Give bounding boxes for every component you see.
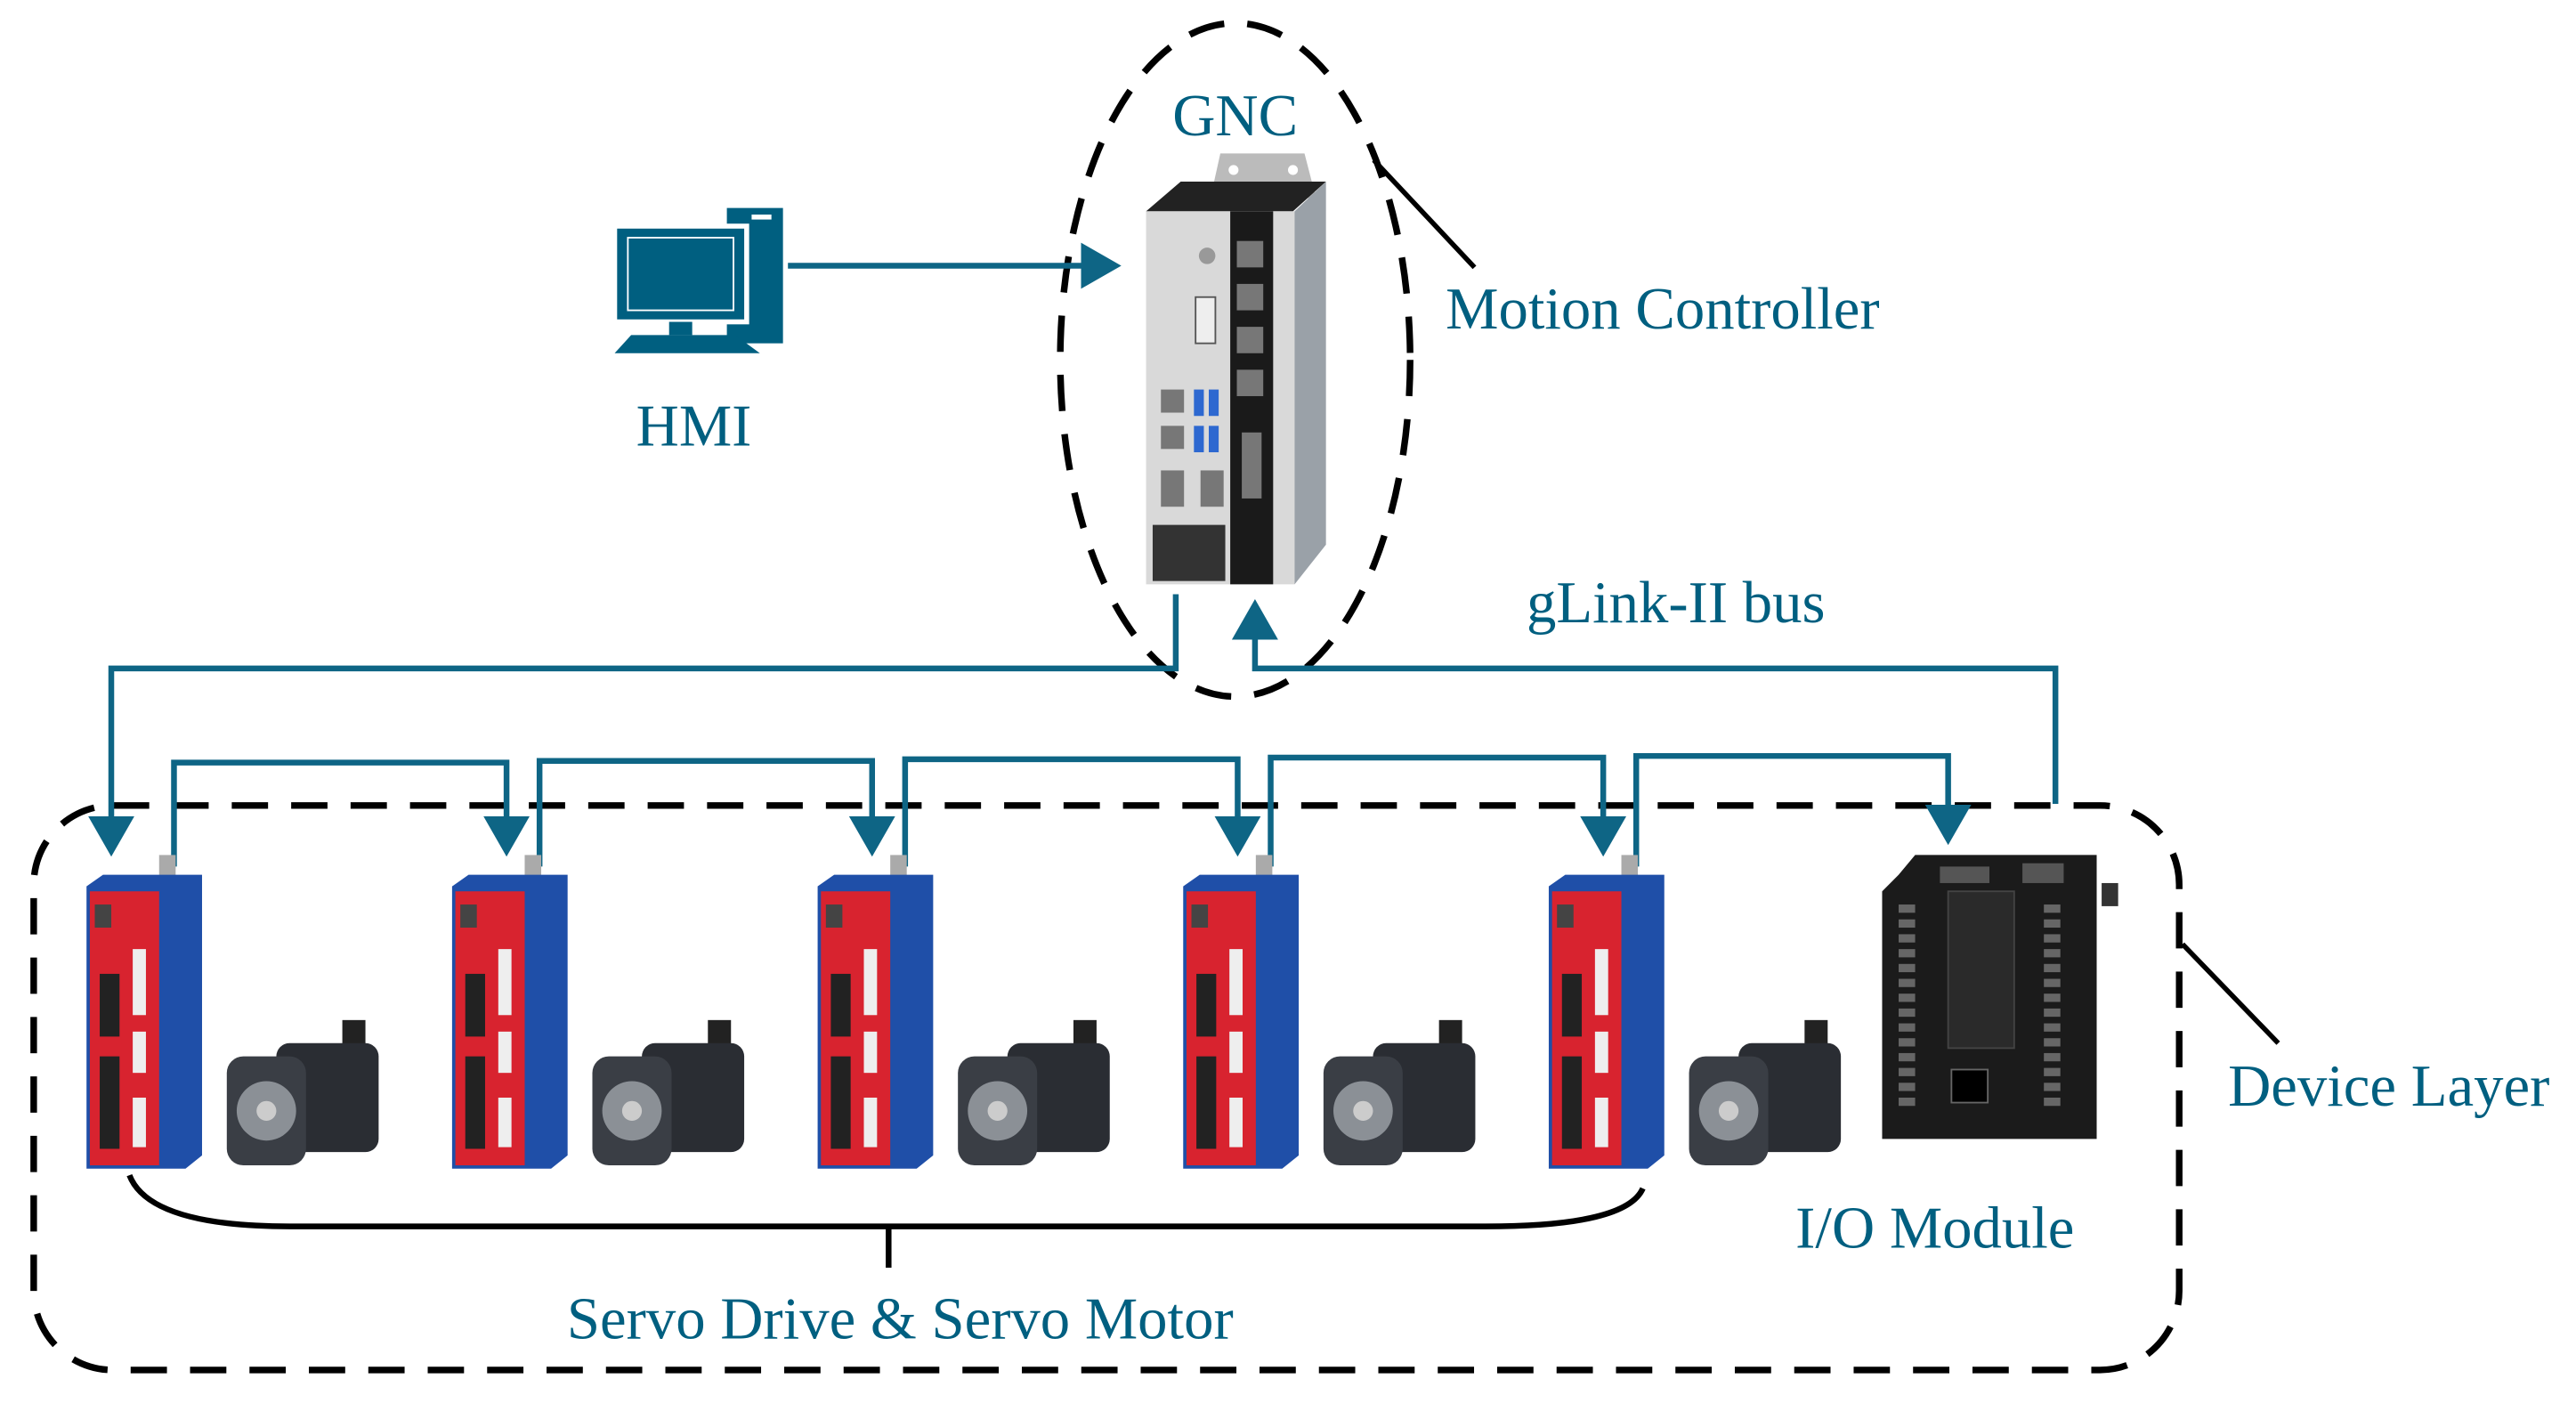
io-module-device [1882, 855, 2118, 1139]
io-terminal [1899, 1067, 1916, 1076]
servo-unit-2 [451, 855, 745, 1169]
bus-io-return-to-controller [1231, 599, 2059, 804]
servo-motor [226, 1019, 379, 1166]
io-terminal [2044, 934, 2061, 943]
servo-motor [1323, 1019, 1476, 1166]
io-terminal [1899, 1008, 1916, 1018]
servo-group-brace [126, 1173, 1646, 1229]
servo-drive [1183, 855, 1300, 1169]
servo-motor [592, 1019, 745, 1166]
io-terminal [1899, 1023, 1916, 1032]
io-terminal [2044, 1083, 2061, 1091]
servo-unit-5 [1548, 855, 1842, 1169]
servo-unit-1 [86, 855, 379, 1169]
io-module-label: I/O Module [1795, 1196, 2074, 1261]
io-terminal [1899, 1038, 1916, 1047]
servo-drive [451, 855, 568, 1169]
servo-label: Servo Drive & Servo Motor [567, 1287, 1234, 1352]
io-terminal [1899, 993, 1916, 1002]
io-terminal [2044, 949, 2061, 958]
io-terminal [2044, 1008, 2061, 1018]
bus-link-2 [536, 758, 895, 867]
device-layer-pointer [2180, 942, 2280, 1045]
io-terminal [2044, 1023, 2061, 1032]
hmi-computer-icon [612, 207, 783, 353]
hmi-label: HMI [636, 394, 752, 459]
bus-daisy-chain [171, 752, 1972, 867]
servo-units [86, 855, 1842, 1169]
servo-motor [1689, 1019, 1842, 1166]
io-terminal [2044, 1038, 2061, 1047]
bus-link-3 [902, 756, 1261, 867]
io-terminal [1899, 919, 1916, 929]
bus-link-1 [171, 759, 531, 867]
motion-controller-pointer [1372, 158, 1477, 270]
bus-link-5 [1632, 752, 1972, 867]
io-terminal [2044, 919, 2061, 929]
io-terminal [2044, 1067, 2061, 1076]
gnc-label: GNC [1172, 84, 1298, 149]
device-layer-boundary [30, 802, 2183, 1374]
servo-unit-4 [1183, 855, 1476, 1169]
io-terminal [2044, 993, 2061, 1002]
io-terminal [2044, 963, 2061, 973]
servo-drive [817, 855, 934, 1169]
io-terminal [1899, 904, 1916, 913]
servo-drive [86, 855, 202, 1169]
io-terminal [1899, 1083, 1916, 1091]
bus-link-4 [1268, 754, 1627, 867]
servo-drive [1548, 855, 1665, 1169]
io-terminal [1899, 1097, 1916, 1107]
servo-motor [958, 1019, 1110, 1166]
servo-unit-3 [817, 855, 1110, 1169]
bus-controller-to-drive-1 [88, 594, 1179, 857]
io-terminal [1899, 949, 1916, 958]
io-terminal [1899, 963, 1916, 973]
io-terminal [2044, 904, 2061, 913]
motion-controller-label: Motion Controller [1446, 277, 1880, 342]
io-terminal [1899, 978, 1916, 987]
bus-label: gLink-II bus [1527, 571, 1825, 636]
io-terminal [2044, 978, 2061, 987]
device-layer-label: Device Layer [2228, 1054, 2549, 1119]
io-terminal [1899, 1052, 1916, 1062]
io-terminal [2044, 1052, 2061, 1062]
motion-controller-device [1146, 153, 1326, 585]
io-terminal [2044, 1097, 2061, 1107]
io-terminal [1899, 934, 1916, 943]
